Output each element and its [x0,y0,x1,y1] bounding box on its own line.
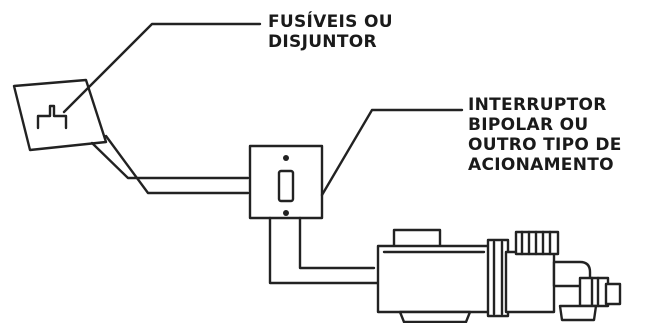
wire-panel-to-switch-top [90,141,250,180]
fuses-leader-line [62,22,262,114]
switch-leader-line [320,108,464,197]
wall-switch-icon [248,144,324,220]
wire-switch-to-motor-right [298,216,376,270]
switch-label: INTERRUPTOR BIPOLAR OU OUTRO TIPO DE ACI… [468,95,622,175]
fuses-label-line-1: FUSÍVEIS OU [268,12,393,32]
pump-motor-icon [376,228,622,323]
switch-label-line-1: INTERRUPTOR [468,95,607,115]
wire-panel-to-switch-bottom [104,134,250,195]
fuses-label: FUSÍVEIS OU DISJUNTOR [268,12,393,52]
wire-switch-to-motor-left [268,216,380,285]
breaker-panel-icon [12,78,108,152]
switch-label-line-2: BIPOLAR OU [468,115,589,135]
switch-label-line-4: ACIONAMENTO [468,155,614,175]
fuses-label-line-2: DISJUNTOR [268,32,377,52]
switch-label-line-3: OUTRO TIPO DE [468,135,622,155]
